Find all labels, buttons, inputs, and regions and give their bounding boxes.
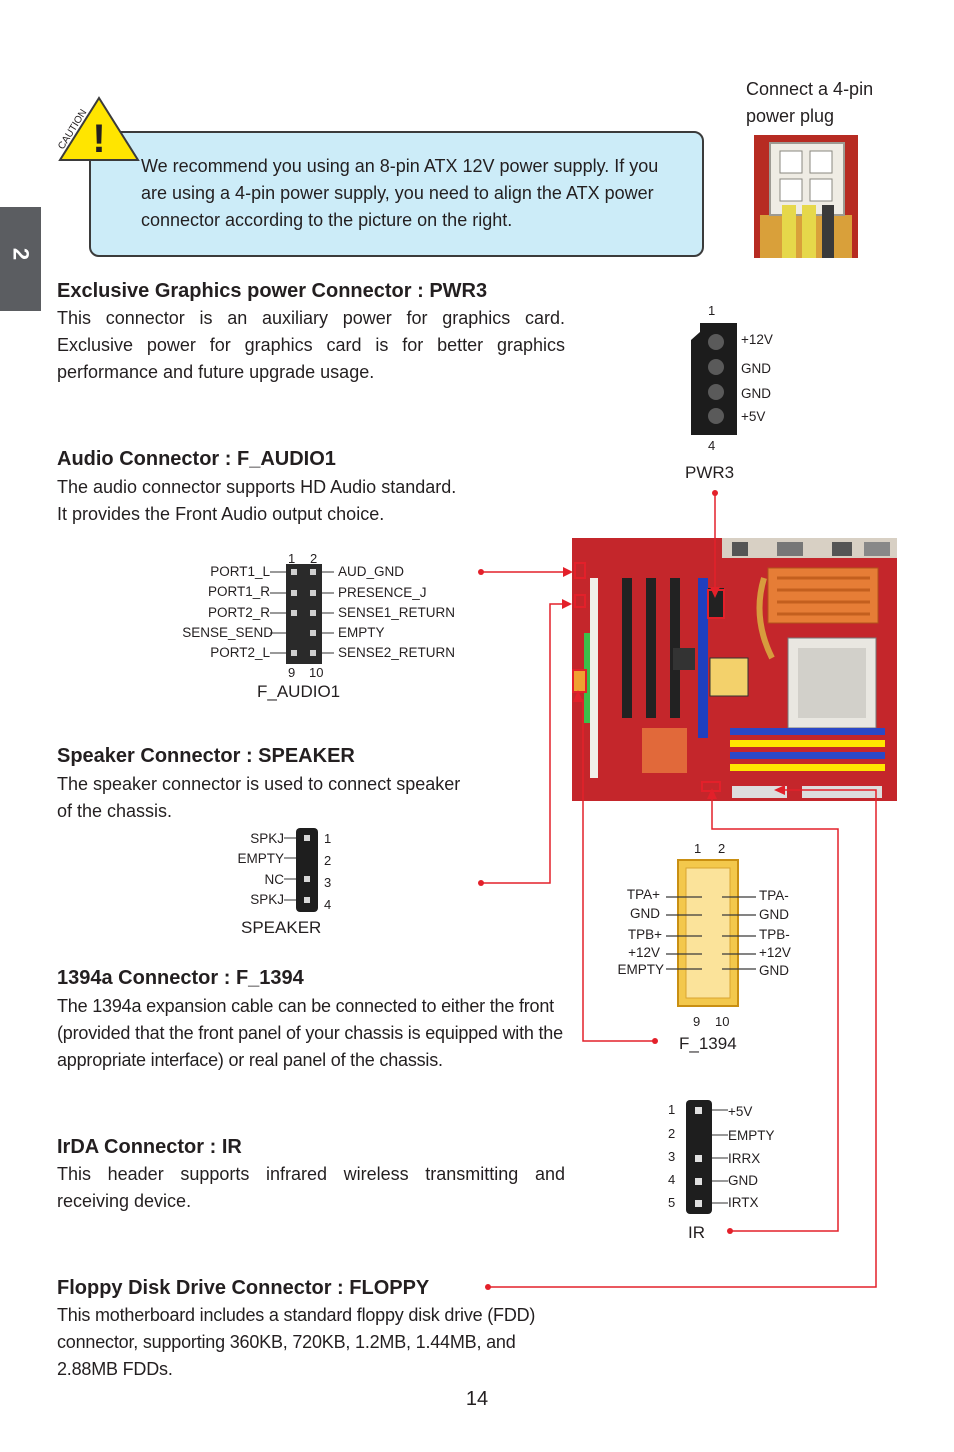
pwr3-connector: [691, 323, 737, 435]
pwr3-pin-label: GND: [741, 361, 771, 376]
audio-body-line2: It provides the Front Audio output choic…: [57, 504, 385, 524]
power-plug-note: Connect a 4-pin power plug: [746, 79, 874, 126]
ir-pin-num: 1: [668, 1102, 676, 1117]
floppy-title: Floppy Disk Drive Connector : FLOPPY: [57, 1277, 430, 1299]
f1394-right-label: TPA-: [759, 888, 789, 903]
audio-left-label: SENSE_SEND: [182, 625, 273, 640]
ir-body: This header supports infrared wireless t…: [57, 1164, 565, 1211]
speaker-pin-num: 3: [324, 875, 332, 890]
ir-pin-num: 3: [668, 1149, 676, 1164]
ir-right-label: EMPTY: [728, 1128, 775, 1143]
caution-text: We recommend you using an 8-pin ATX 12V …: [141, 156, 659, 230]
caution-box: [89, 131, 704, 257]
speaker-body-line2: of the chassis.: [57, 801, 173, 821]
f1394-num-top: 1: [694, 841, 702, 856]
pwr3-pin-top: 1: [708, 303, 716, 318]
f1394-num-bottom: 10: [715, 1014, 730, 1029]
audio-right-label: SENSE1_RETURN: [338, 605, 456, 620]
speaker-title: Speaker Connector : SPEAKER: [57, 745, 355, 767]
f1394-left-label: GND: [630, 906, 660, 921]
ir-right-label: IRRX: [728, 1151, 761, 1166]
audio-header: [270, 564, 334, 664]
speaker-left-label: NC: [264, 872, 285, 887]
pwr3-body: This connector is an auxiliary power for…: [57, 308, 565, 382]
audio-left-label: PORT2_L: [210, 645, 270, 660]
pwr3-pin-label: +5V: [741, 409, 766, 424]
f1394-right-label: TPB-: [759, 927, 790, 942]
ir-right-label: IRTX: [728, 1195, 759, 1210]
f1394-left-label: +12V: [628, 945, 660, 960]
speaker-pin-num: 1: [324, 831, 332, 846]
speaker-pin-num: 4: [324, 897, 332, 912]
audio-left-label: PORT2_R: [207, 605, 270, 620]
audio-left-label: PORT1_L: [210, 564, 270, 579]
speaker-caption: SPEAKER: [241, 918, 322, 937]
f1394-body: The 1394a expansion cable can be connect…: [57, 996, 563, 1070]
audio-num-bottom: 10: [309, 665, 324, 680]
audio-title: Audio Connector : F_AUDIO1: [57, 448, 336, 470]
audio-caption: F_AUDIO1: [257, 682, 341, 701]
speaker-header: [284, 828, 318, 912]
audio-num-top: 2: [310, 551, 318, 566]
f1394-header: [666, 859, 756, 1007]
ir-right-label: +5V: [728, 1104, 753, 1119]
f1394-left-label: TPA+: [626, 887, 660, 902]
f1394-right-label: GND: [759, 907, 789, 922]
caution-icon: ! CAUTION: [56, 96, 140, 161]
f1394-num-bottom: 9: [693, 1014, 701, 1029]
caution-mark: !: [92, 117, 105, 161]
audio-right-label: PRESENCE_J: [338, 585, 427, 600]
speaker-left-label: EMPTY: [237, 851, 284, 866]
f1394-right-label: +12V: [759, 945, 791, 960]
pwr3-pin-label: GND: [741, 386, 771, 401]
power-plug-photo: [754, 135, 858, 258]
f1394-num-top: 2: [718, 841, 726, 856]
ir-pin-num: 5: [668, 1195, 676, 1210]
f1394-left-label: TPB+: [627, 927, 662, 942]
ir-pin-num: 4: [668, 1172, 676, 1187]
ir-pin-num: 2: [668, 1126, 676, 1141]
chapter-tab: 2: [0, 207, 41, 311]
speaker-body-line1: The speaker connector is used to connect…: [57, 774, 461, 794]
f1394-left-label: EMPTY: [617, 962, 664, 977]
f1394-caption: F_1394: [679, 1034, 737, 1053]
pwr3-pin-bottom: 4: [708, 438, 716, 453]
ir-caption: IR: [688, 1223, 705, 1242]
pwr3-title: Exclusive Graphics power Connector : PWR…: [57, 280, 488, 302]
ir-title: IrDA Connector : IR: [57, 1136, 242, 1158]
floppy-body: This motherboard includes a standard flo…: [57, 1305, 536, 1379]
pwr3-pin-label: +12V: [741, 332, 773, 347]
f1394-title: 1394a Connector : F_1394: [57, 967, 304, 989]
audio-body-line1: The audio connector supports HD Audio st…: [57, 477, 457, 497]
ir-right-label: GND: [728, 1173, 758, 1188]
pwr3-caption: PWR3: [685, 463, 735, 482]
motherboard-image: [572, 538, 897, 801]
audio-num-bottom: 9: [288, 665, 296, 680]
audio-right-label: AUD_GND: [338, 564, 405, 579]
speaker-left-label: SPKJ: [250, 892, 284, 907]
audio-right-label: EMPTY: [338, 625, 385, 640]
ir-header: [686, 1100, 728, 1214]
speaker-left-label: SPKJ: [250, 831, 284, 846]
page-number: 14: [465, 1388, 489, 1410]
audio-right-label: SENSE2_RETURN: [338, 645, 456, 660]
audio-left-label: PORT1_R: [207, 584, 270, 599]
audio-num-top: 1: [288, 551, 296, 566]
f1394-right-label: GND: [759, 963, 789, 978]
speaker-pin-num: 2: [324, 853, 332, 868]
